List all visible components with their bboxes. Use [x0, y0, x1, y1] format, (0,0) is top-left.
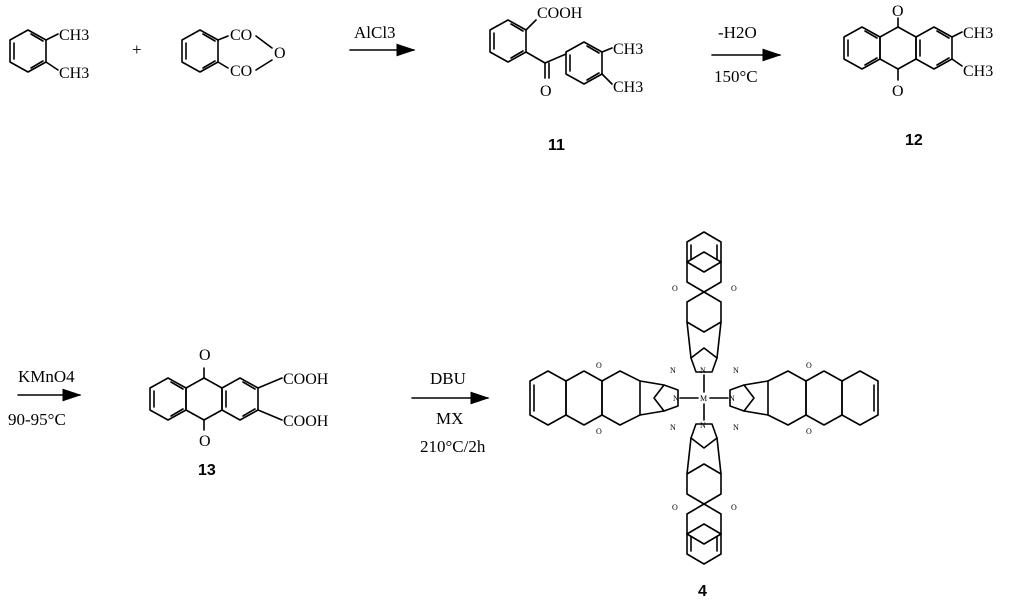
oxygen-label: O [540, 83, 552, 100]
reagent-label: KMnO4 [18, 367, 75, 386]
condition-label: 210°C/2h [420, 437, 486, 456]
compound-11-structure: COOH O CH3 CH3 [489, 5, 643, 100]
o-xylene-structure: CH3 CH3 [9, 27, 89, 82]
methyl-label: CH3 [59, 27, 89, 44]
carbonyl-label: CO [230, 63, 252, 80]
methyl-label: CH3 [613, 79, 643, 96]
oxygen-label: O [731, 284, 737, 293]
plus-sign: + [132, 40, 142, 59]
compound-number: 12 [905, 132, 923, 149]
methyl-label: CH3 [963, 25, 993, 42]
oxygen-label: O [199, 433, 211, 450]
nitrogen-label: N [733, 366, 739, 375]
reagent-label: AlCl3 [354, 23, 396, 42]
compound-number: 11 [548, 137, 565, 154]
reagent-label: DBU [430, 369, 466, 388]
compound-number: 4 [698, 583, 707, 600]
nitrogen-label: N [670, 366, 676, 375]
methyl-label: CH3 [963, 63, 993, 80]
methyl-label: CH3 [613, 41, 643, 58]
oxygen-label: O [731, 503, 737, 512]
compound-number: 13 [198, 462, 216, 479]
carboxyl-label: COOH [283, 413, 329, 430]
oxygen-label: O [199, 347, 211, 364]
oxygen-label: O [806, 361, 812, 370]
oxygen-label: O [596, 361, 602, 370]
compound-4-structure: M N N N N N N N N O O O O [529, 231, 879, 565]
phthalic-anhydride-structure: CO CO O [181, 27, 286, 80]
compound-13-structure: O O COOH COOH [149, 347, 329, 450]
carbonyl-label: CO [230, 27, 252, 44]
nitrogen-label: N [670, 423, 676, 432]
nitrogen-label: N [729, 394, 735, 403]
reagent-label: -H2O [718, 23, 757, 42]
carboxyl-label: COOH [283, 371, 329, 388]
oxygen-label: O [806, 427, 812, 436]
oxygen-label: O [596, 427, 602, 436]
compound-12-structure: O O CH3 CH3 [843, 3, 993, 100]
condition-label: 150°C [714, 67, 758, 86]
condition-label: 90-95°C [8, 410, 66, 429]
methyl-label: CH3 [59, 65, 89, 82]
oxygen-label: O [892, 83, 904, 100]
carboxyl-label: COOH [537, 5, 583, 22]
oxygen-label: O [672, 503, 678, 512]
nitrogen-label: N [733, 423, 739, 432]
metal-label: M [700, 394, 707, 403]
reagent-label: MX [436, 409, 463, 428]
nitrogen-label: N [700, 366, 706, 375]
oxygen-label: O [274, 45, 286, 62]
nitrogen-label: N [700, 421, 706, 430]
oxygen-label: O [672, 284, 678, 293]
oxygen-label: O [892, 3, 904, 20]
nitrogen-label: N [673, 394, 679, 403]
